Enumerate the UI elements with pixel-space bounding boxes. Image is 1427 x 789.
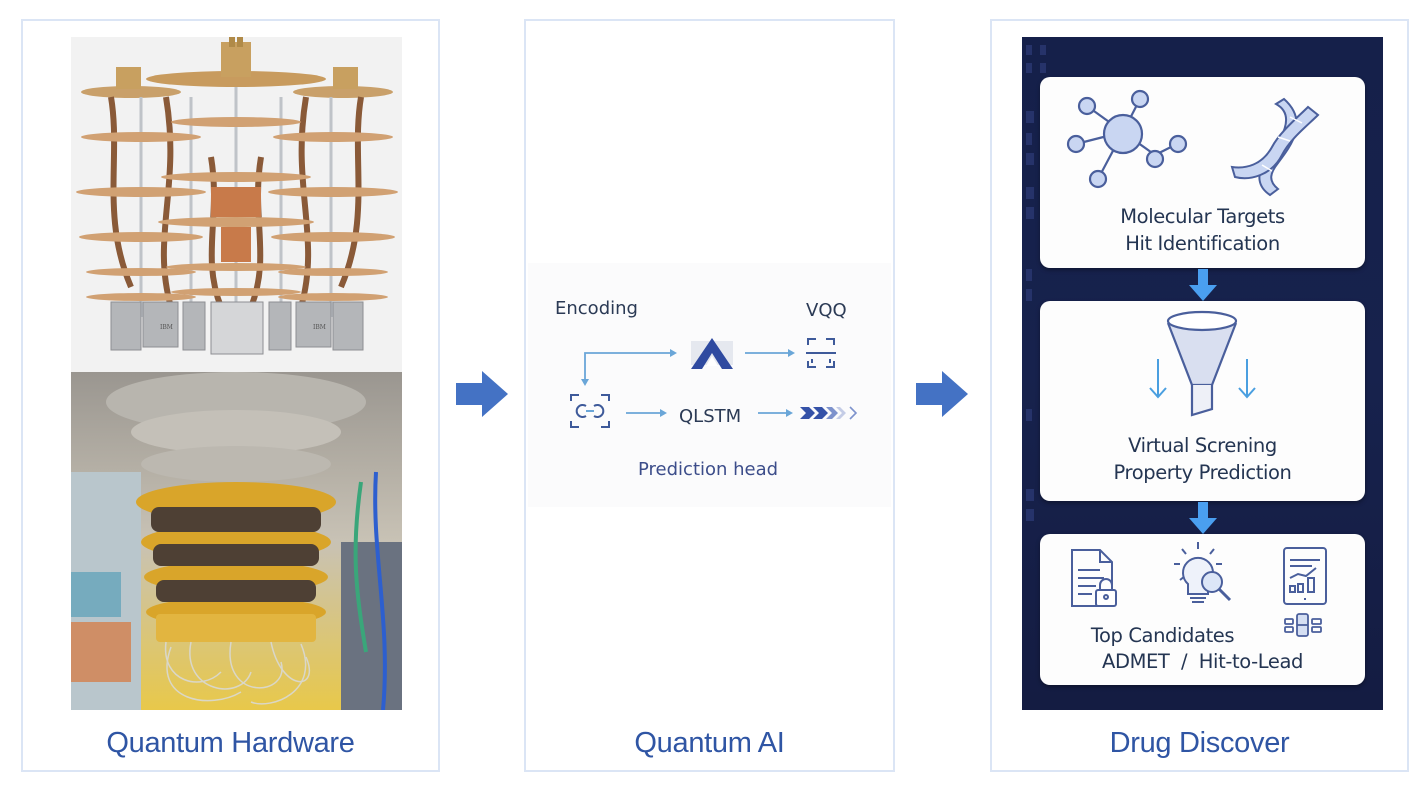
funnel-icon xyxy=(1166,310,1238,417)
idea-search-icon xyxy=(1174,542,1232,603)
quantum-hardware-panel: IBM IBM xyxy=(21,19,440,772)
prediction-head-label: Prediction head xyxy=(638,459,779,480)
dilution-refrigerator-image: IBM IBM xyxy=(71,37,402,372)
vqq-flow-arrow xyxy=(745,349,795,357)
ibm-mark-left: IBM xyxy=(160,324,173,331)
ibm-mark-right: IBM xyxy=(313,324,326,331)
card1-icons xyxy=(1066,89,1320,197)
background-glyph-texture xyxy=(1026,45,1046,521)
card3-line1: Top Candidates xyxy=(1090,624,1235,647)
tablet-chart-icon xyxy=(1283,547,1327,605)
virtual-screening-card: Virtual Screning Property Prediction xyxy=(1040,301,1365,501)
drug-discovery-pipeline: ​ xyxy=(1022,37,1383,710)
dilution-refrigerator-illustration: IBM IBM xyxy=(71,37,402,372)
drug-discovery-panel: ​ xyxy=(990,19,1409,772)
quantum-ai-caption: Quantum AI xyxy=(634,727,785,759)
card2-icons xyxy=(1149,310,1256,417)
pipeline-down-arrow-icon xyxy=(1189,269,1217,301)
card2-line1: Virtual Screning xyxy=(1128,434,1277,457)
secure-document-icon xyxy=(1071,549,1117,607)
encoding-label: Encoding xyxy=(555,298,638,319)
card3-line2: ADMET / Hit-to-Lead xyxy=(1102,650,1303,673)
quantum-logo-icon xyxy=(691,338,733,369)
dna-icon xyxy=(1230,97,1320,197)
top-candidates-card: Top Candidates ADMET / Hit-to-Lead xyxy=(1040,534,1365,685)
card1-line1: Molecular Targets xyxy=(1120,205,1285,228)
quantum-ai-diagram: Encoding VQQ QLSTM Prediction head xyxy=(528,263,891,507)
output-chevrons-icon xyxy=(800,406,858,420)
molecular-targets-card: Molecular Targets Hit Identification xyxy=(1040,77,1365,268)
quantum-ai-panel: Encoding VQQ QLSTM Prediction head xyxy=(524,19,895,772)
output-flow-arrow xyxy=(758,409,793,417)
card1-line2: Hit Identification xyxy=(1125,232,1280,255)
qlstm-flow-arrow xyxy=(626,409,667,417)
quantum-hardware-caption: Quantum Hardware xyxy=(106,727,355,759)
flow-arrow-right-icon xyxy=(916,371,968,417)
molecule-icon xyxy=(1066,89,1188,189)
pipeline-down-arrow-icon xyxy=(1189,502,1217,534)
encoding-flow-arrow xyxy=(581,349,677,386)
card2-line2: Property Prediction xyxy=(1113,461,1292,484)
card3-icons xyxy=(1071,542,1327,637)
filter-arrows-icon xyxy=(1149,359,1256,399)
quantum-chandelier-image xyxy=(71,372,402,710)
drug-discovery-caption: Drug Discover xyxy=(1109,727,1290,759)
flow-arrow-right-icon xyxy=(456,371,508,417)
scan-frame-icon xyxy=(806,338,836,368)
blocks-icon xyxy=(1284,613,1322,637)
quantum-chandelier-illustration xyxy=(71,372,402,710)
link-frame-icon xyxy=(570,394,610,428)
qlstm-label: QLSTM xyxy=(679,406,742,427)
vqq-label: VQQ xyxy=(806,300,847,321)
